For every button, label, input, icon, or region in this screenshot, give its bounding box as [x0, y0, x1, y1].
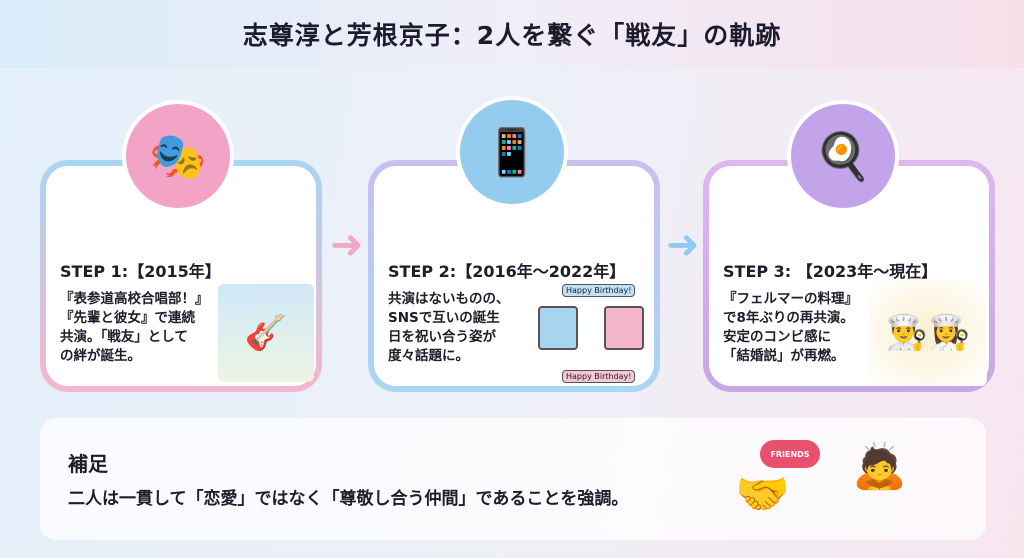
arrow-icon: ➜ — [330, 222, 364, 268]
note-heading: 補足 — [68, 452, 108, 476]
profile-card-left — [538, 306, 578, 350]
bowing-people-icon: 🙇 — [852, 441, 907, 492]
chefs-illustration: 👨‍🍳👩‍🍳 — [869, 280, 987, 386]
cooking-icon: 🍳 — [787, 100, 899, 212]
birthday-bubble: Happy Birthday! — [562, 284, 636, 297]
step-3-text: 『フェルマーの料理』 で8年ぶりの再共演。 安定のコンビ感に 「結婚説」が再燃。 — [723, 291, 858, 364]
handshake-icon: 🤝 — [735, 469, 790, 520]
page-title: 志尊淳と芳根京子：2人を繋ぐ「戦友」の軌跡 — [242, 21, 782, 50]
profile-card-right — [604, 306, 644, 350]
step-1-heading: STEP 1:【2015年】 — [60, 262, 221, 281]
arrow-icon: ➜ — [666, 222, 700, 268]
birthday-bubble: Happy Birthday! — [562, 370, 636, 383]
sns-birthday-illustration: Happy Birthday! Happy Birthday! — [534, 284, 646, 386]
step-3-heading: STEP 3: 【2023年〜現在】 — [723, 262, 938, 281]
step-2-text: 共演はないものの、 SNSで互いの誕生 日を祝い合う姿が 度々話題に。 — [388, 291, 510, 364]
smartphone-birthday-icon: 📱 — [456, 96, 568, 208]
friends-heart-badge: FRIENDS — [760, 440, 820, 468]
students-guitars-illustration: 🎸 — [218, 284, 314, 382]
theater-camera-icon: 🎭 — [122, 100, 234, 212]
note-text: 二人は一貫して「恋愛」ではなく「尊敬し合う仲間」であることを強調。 — [68, 489, 629, 509]
step-2-heading: STEP 2:【2016年〜2022年】 — [388, 262, 626, 281]
title-bar: 志尊淳と芳根京子：2人を繋ぐ「戦友」の軌跡 — [0, 0, 1024, 68]
step-1-text: 『表参道高校合唱部！』 『先輩と彼女』で連続 共演。「戦友」として の絆が誕生。 — [60, 291, 209, 364]
note-panel: 補足 二人は一貫して「恋愛」ではなく「尊敬し合う仲間」であることを強調。 — [40, 418, 986, 540]
